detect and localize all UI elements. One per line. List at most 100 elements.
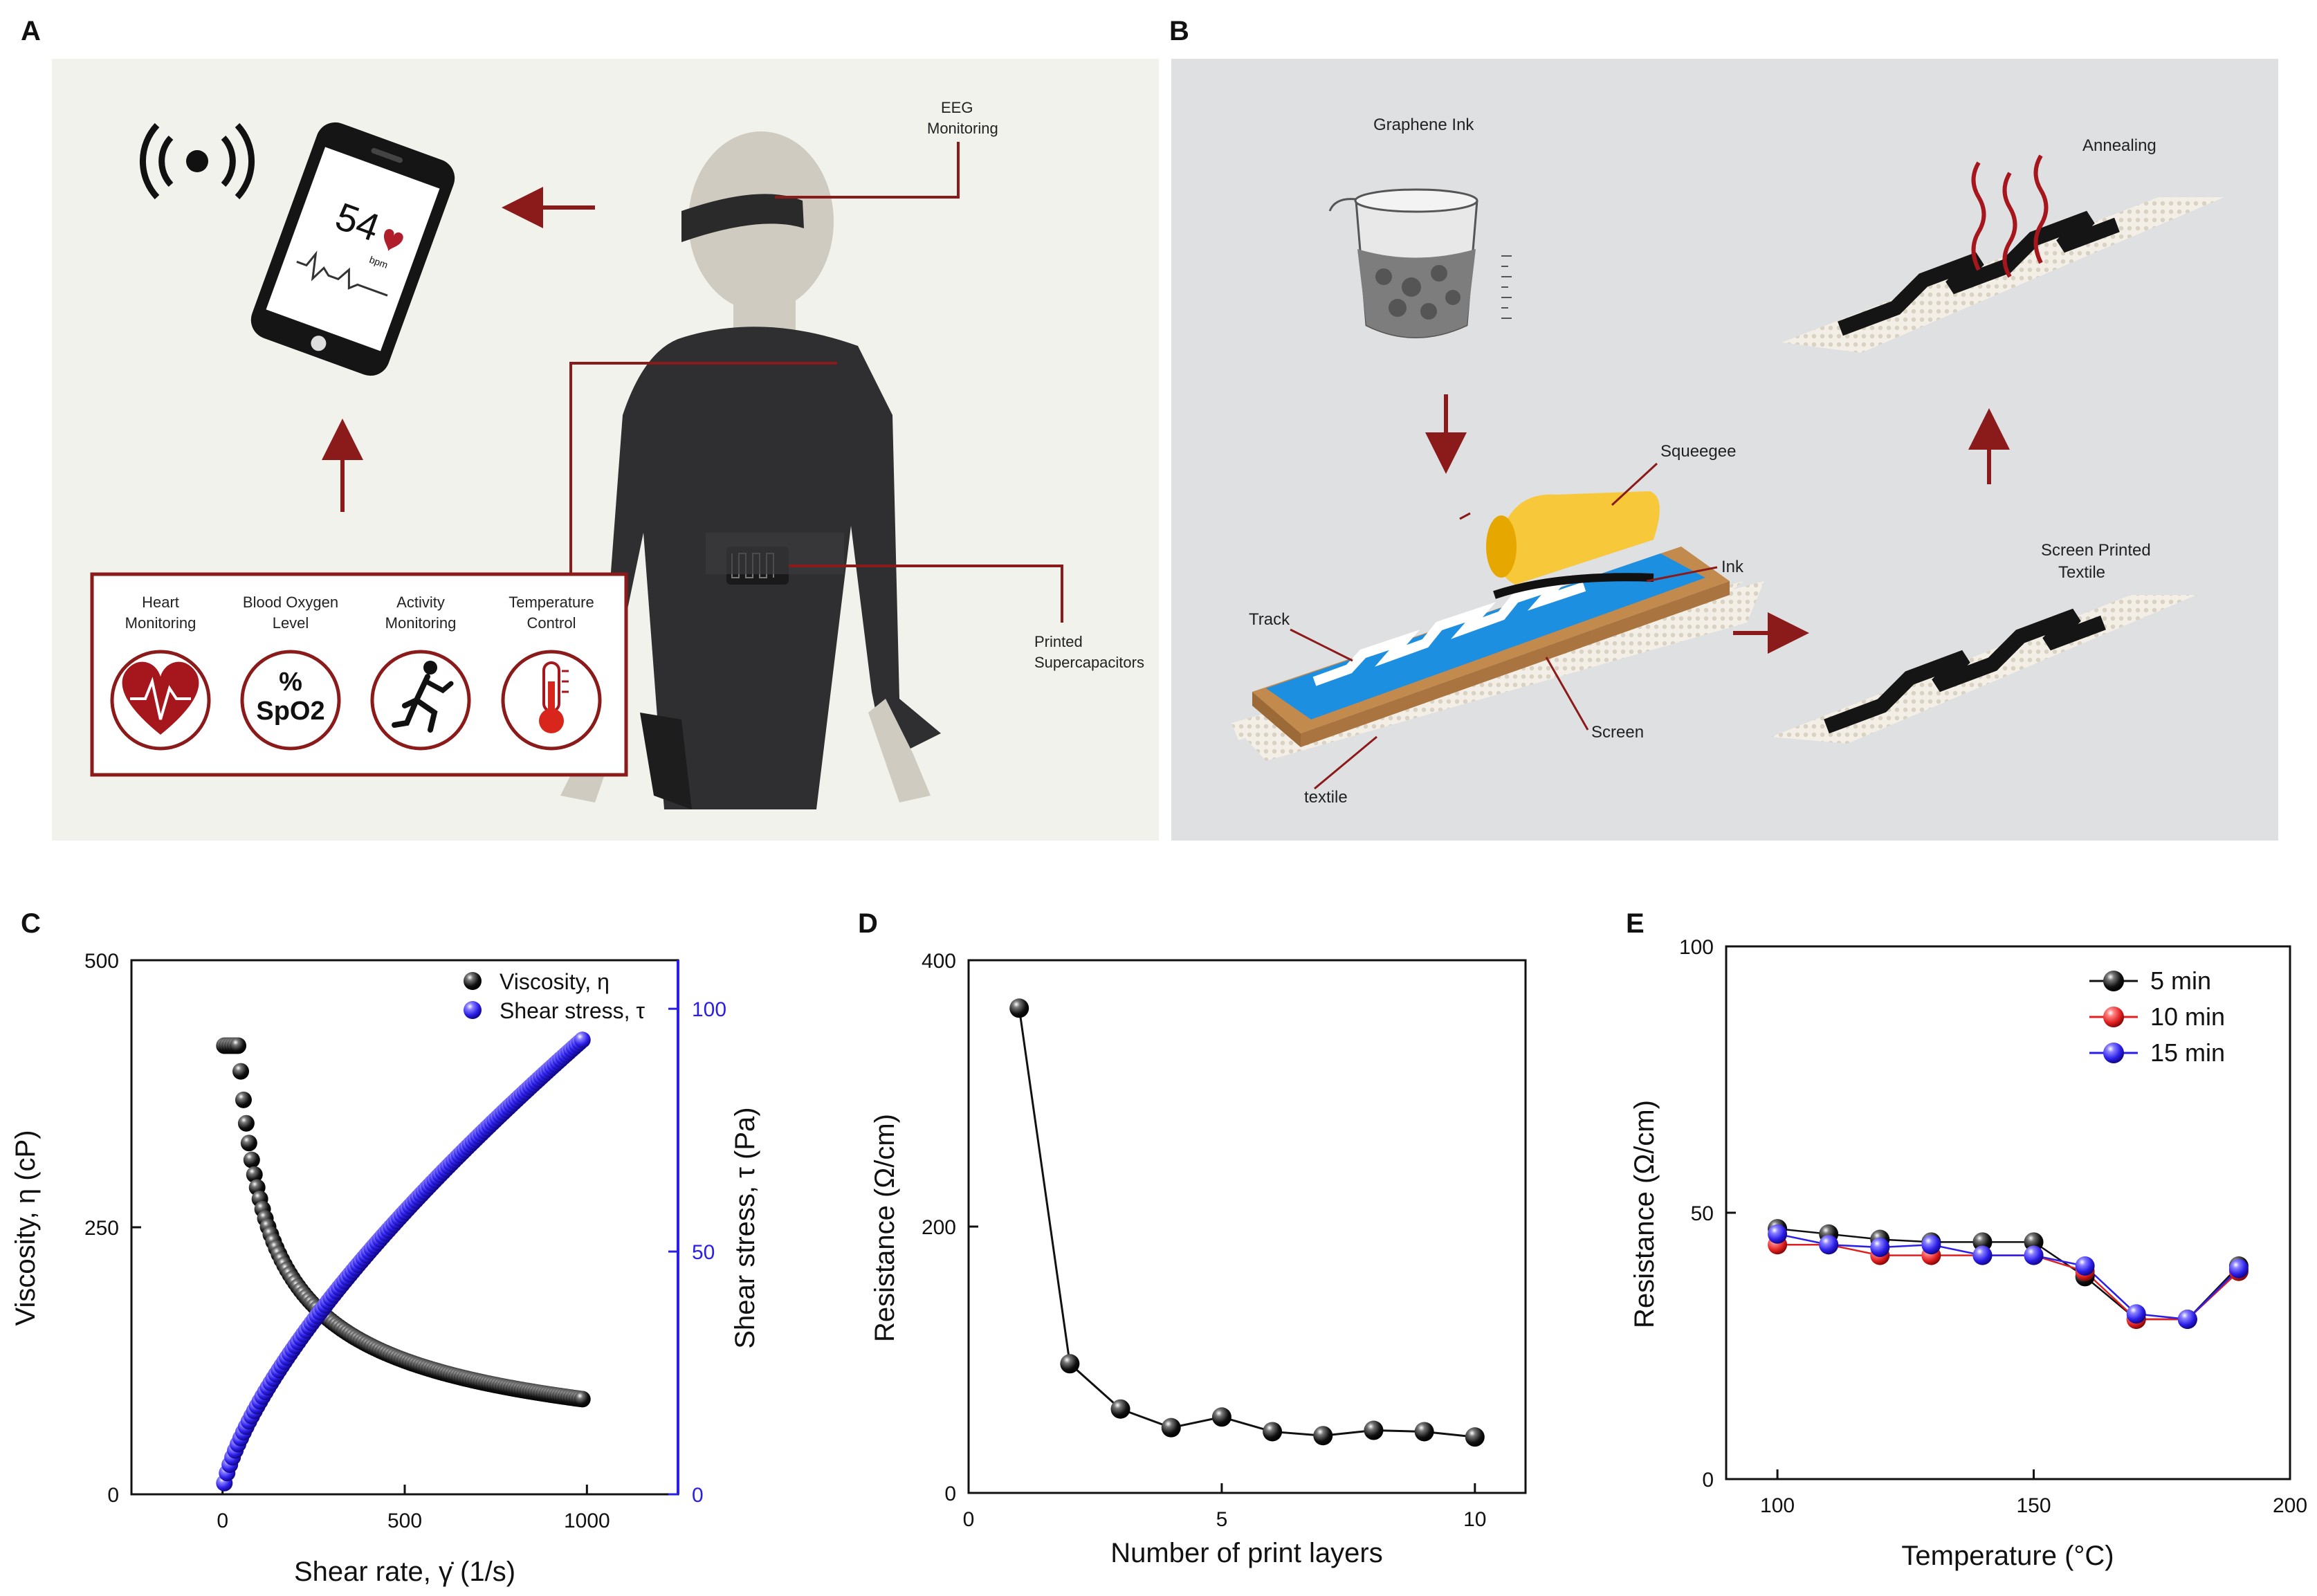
x-tick-label: 1000 — [564, 1510, 610, 1532]
y-tick-label: 200 — [922, 1216, 956, 1239]
legend-marker-viscosity — [464, 972, 482, 990]
data-point — [2024, 1245, 2044, 1265]
x-tick-label: 200 — [2273, 1494, 2307, 1517]
data-point — [1364, 1420, 1384, 1440]
legend-marker-shear — [464, 1001, 482, 1019]
textile-label: textile — [1304, 788, 1348, 807]
legend-marker — [2103, 1007, 2124, 1027]
y-tick-label: 0 — [1702, 1469, 1714, 1492]
ink-label: Ink — [1721, 558, 1744, 576]
chart-c-ylabel: Viscosity, η (cP) — [10, 1130, 41, 1326]
spo2-icon — [240, 650, 341, 751]
x-tick-label: 150 — [2017, 1494, 2051, 1517]
panel-label-d: D — [858, 908, 878, 939]
legend-marker — [2103, 971, 2124, 991]
legend-label: 10 min — [2150, 1002, 2225, 1031]
legend-label: 15 min — [2150, 1038, 2225, 1067]
smartphone: 54 bpm — [250, 122, 455, 376]
y2-tick-label: 0 — [692, 1484, 704, 1507]
panel-a: A 54 bpm — [21, 16, 1159, 841]
data-point — [1161, 1418, 1181, 1438]
chart-c-frame — [130, 959, 679, 1496]
x-tick-label: 5 — [1216, 1508, 1228, 1531]
y-tick-label: 100 — [1679, 936, 1714, 959]
data-point — [1768, 1224, 1788, 1244]
track-label: Track — [1249, 610, 1290, 629]
graphene-ink-label: Graphene Ink — [1373, 116, 1474, 134]
screen-printed-textile — [1771, 595, 2197, 744]
eeg-headband — [681, 194, 804, 242]
x-tick-label: 500 — [387, 1510, 422, 1532]
data-point — [1263, 1422, 1283, 1442]
data-point — [1921, 1235, 1941, 1255]
feature-temp-title-1: Temperature — [509, 594, 594, 611]
viscosity-point — [235, 1091, 252, 1108]
spo2-text: SpO2 — [256, 697, 324, 726]
legend-marker — [2103, 1043, 2124, 1063]
data-point — [1465, 1427, 1485, 1447]
feature-heart: Heart Monitoring — [110, 594, 211, 751]
shear-stress-point — [574, 1031, 591, 1049]
y2-tick-label: 50 — [692, 1241, 715, 1264]
data-point — [1313, 1426, 1333, 1446]
supercap-label-line2: Supercapacitors — [1034, 654, 1144, 671]
data-point — [1110, 1399, 1130, 1419]
feature-activity: Activity Monitoring — [370, 594, 471, 751]
heat-icon — [1971, 154, 2049, 278]
chart-d-xlabel: Number of print layers — [1110, 1538, 1382, 1568]
chart-d-frame — [967, 959, 1527, 1494]
chart-e-legend: 5 min 10 min 15 min — [2089, 966, 2225, 1067]
chart-c-y2label: Shear stress, τ (Pa) — [730, 1107, 760, 1348]
legend-label: 5 min — [2150, 966, 2211, 995]
data-point — [1414, 1422, 1434, 1442]
screen-label: Screen — [1591, 723, 1644, 742]
data-point — [2075, 1256, 2095, 1276]
viscosity-point — [246, 1166, 263, 1183]
panel-label-c: C — [21, 908, 41, 939]
screen-printed-label-1: Screen Printed — [2041, 541, 2151, 560]
y-tick-label: 250 — [84, 1217, 119, 1240]
panel-label-e: E — [1626, 908, 1645, 939]
beaker-icon — [1328, 188, 1512, 338]
runner-icon — [392, 661, 454, 733]
viscosity-point — [243, 1151, 260, 1168]
screen-printing-setup — [1231, 491, 1764, 761]
data-point — [1972, 1232, 1993, 1252]
x-tick-label: 0 — [217, 1510, 228, 1532]
feature-temperature: Temperature Control — [501, 594, 602, 751]
human-figure — [550, 131, 941, 809]
series-line — [1777, 1227, 2240, 1321]
data-point — [2177, 1310, 2197, 1329]
legend-viscosity: Viscosity, η — [500, 969, 610, 994]
annealing-label: Annealing — [2082, 136, 2156, 155]
heart-icon — [122, 661, 199, 735]
viscosity-point — [230, 1037, 247, 1054]
feature-spo2: Blood Oxygen Level % SpO2 — [240, 594, 341, 751]
squeegee-label: Squeegee — [1660, 442, 1736, 461]
screen-printed-label-2: Textile — [2058, 563, 2105, 582]
panel-b: B Graphene Ink — [1169, 16, 2278, 841]
series-line — [1018, 1008, 1475, 1438]
data-point — [1972, 1245, 1993, 1265]
data-point — [1211, 1407, 1231, 1427]
chart-c-xlabel: Shear rate, γ̇ (1/s) — [294, 1557, 515, 1587]
data-point — [2126, 1304, 2146, 1324]
data-point — [2228, 1258, 2249, 1278]
y-tick-label: 400 — [922, 950, 956, 973]
data-point — [1060, 1354, 1080, 1374]
chart-e-xlabel: Temperature (°C) — [1901, 1541, 2114, 1571]
series-line — [1777, 1233, 2240, 1321]
annealed-textile — [1782, 154, 2224, 353]
thermometer-icon — [539, 661, 569, 733]
feature-heart-title-1: Heart — [142, 594, 179, 611]
data-point — [1819, 1235, 1839, 1255]
chart-c-legend: Viscosity, η Shear stress, τ — [464, 969, 645, 1023]
y2-tick-label: 100 — [692, 998, 726, 1021]
x-tick-label: 100 — [1760, 1494, 1795, 1517]
eeg-label-line1: EEG — [941, 99, 973, 116]
y-tick-label: 50 — [1691, 1202, 1714, 1225]
eeg-label-line2: Monitoring — [927, 120, 998, 137]
feature-heart-title-2: Monitoring — [125, 614, 196, 632]
